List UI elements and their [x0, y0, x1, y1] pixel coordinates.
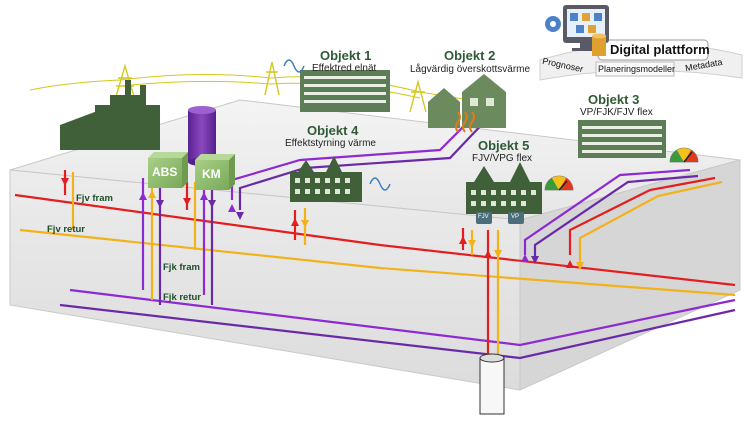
- heat-waves-icon: [455, 111, 475, 133]
- digital-platform-panel: [539, 39, 743, 81]
- vp-badge: VP: [511, 214, 520, 220]
- flow-arrows: [61, 178, 584, 270]
- objekt4-title: Objekt 4: [307, 123, 359, 138]
- power-pylon-icon: [114, 61, 427, 113]
- objekt1-title: Objekt 1: [320, 48, 372, 63]
- school-building-icon: [466, 162, 542, 214]
- sine-wave-icon: [283, 59, 391, 191]
- fjk-fram-label: Fjk fram: [163, 262, 200, 273]
- objekt1-subtitle: Effektred elnät: [312, 63, 377, 74]
- database-icon: [592, 33, 606, 56]
- apartment-building-icon: [290, 156, 362, 202]
- objekt5-subtitle: FJV/VPG flex: [472, 153, 533, 164]
- fjv-unit: [476, 212, 492, 224]
- km-label: KM: [202, 167, 221, 181]
- fjk-retur-label: Fjk retur: [163, 292, 202, 303]
- objekt3-title: Objekt 3: [588, 92, 640, 107]
- gauge-icon: [544, 175, 574, 191]
- office-building-icon: [300, 70, 390, 112]
- fjv-badge: FJV: [478, 214, 489, 220]
- borehole-icon: [479, 353, 505, 415]
- vp-unit: [508, 212, 524, 224]
- pipe-network: [14, 109, 736, 360]
- platform-item-planeringsmodeller: Planeringsmodeller: [598, 64, 676, 74]
- industrial-building-icon: [578, 120, 666, 158]
- abs-label: ABS: [152, 165, 178, 179]
- objekt4-subtitle: Effektstyrning värme: [285, 138, 376, 149]
- digital-platform-title: Digital plattform: [610, 42, 710, 57]
- objekt2-title: Objekt 2: [444, 48, 496, 63]
- fjv-fram-label: Fjv fram: [76, 193, 113, 204]
- power-plant-icon: [60, 80, 160, 150]
- monitor-icon: [563, 5, 609, 51]
- abs-unit: [148, 152, 188, 188]
- gauge-icon: [669, 147, 699, 163]
- objekt3-subtitle: VP/FJK/FJV flex: [580, 107, 653, 118]
- fjv-retur-label: Fjv retur: [47, 224, 86, 235]
- km-unit: [195, 154, 235, 190]
- power-lines: [29, 73, 501, 106]
- gear-icon: [545, 16, 561, 32]
- objekt2-subtitle: Lågvärdig överskottsvärme: [410, 64, 531, 75]
- objekt5-title: Objekt 5: [478, 138, 530, 153]
